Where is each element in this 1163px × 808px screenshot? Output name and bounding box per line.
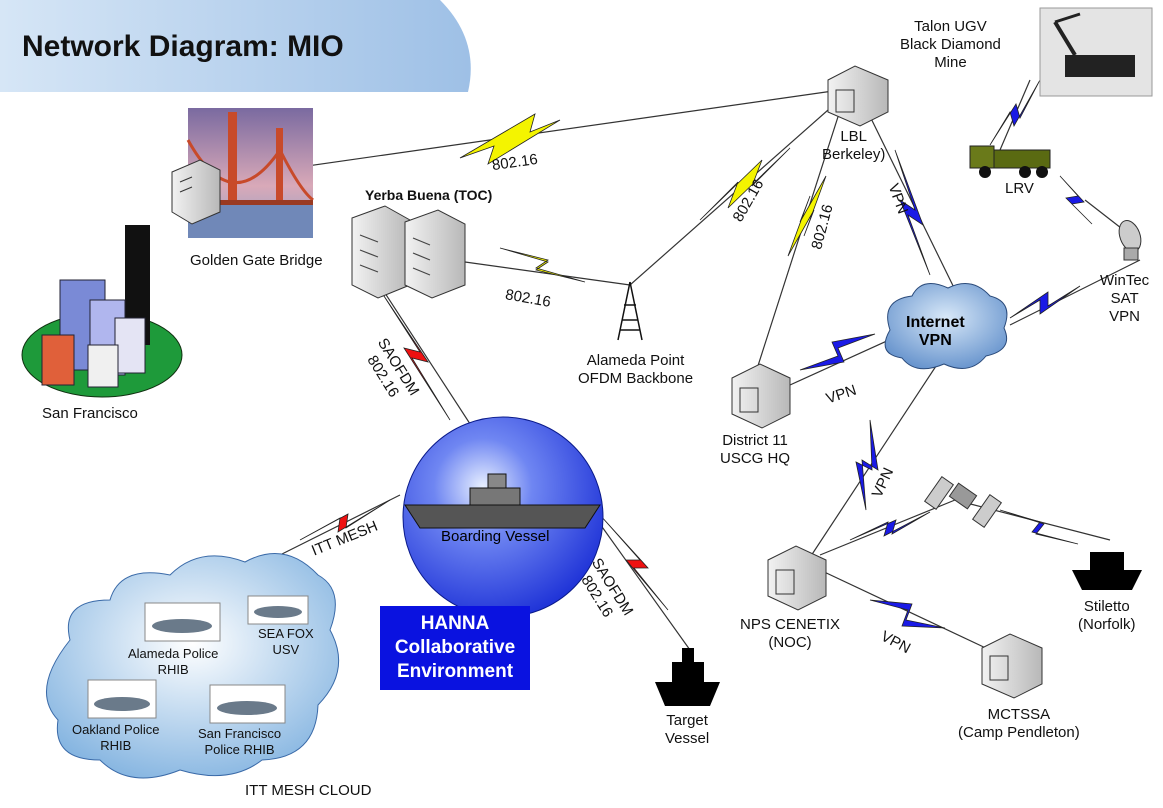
label-alameda-police: Alameda Police RHIB xyxy=(128,646,219,677)
bolt-sat-stiletto xyxy=(999,509,1079,545)
server-mctssa xyxy=(981,633,1043,699)
bolt-yb-alameda xyxy=(499,247,586,283)
label-sf-police: San Francisco Police RHIB xyxy=(198,726,282,757)
bolt-internet-nps xyxy=(855,419,879,511)
label-mesh-cloud: ITT MESH CLOUD xyxy=(245,782,372,799)
san-francisco-icon xyxy=(21,225,183,398)
label-district11: District 11 USCG HQ xyxy=(720,432,791,467)
label-wintec: WinTec SAT VPN xyxy=(1100,272,1150,325)
title-band xyxy=(0,0,471,92)
lrv-truck-icon xyxy=(969,145,1051,178)
bolt-mesh xyxy=(299,499,391,541)
target-vessel-ship-icon xyxy=(655,648,720,706)
label-alameda-point: Alameda Point OFDM Backbone xyxy=(578,352,694,387)
label-golden-gate: Golden Gate Bridge xyxy=(190,252,323,269)
label-boarding-vessel: Boarding Vessel xyxy=(441,528,550,545)
bolt-boarding-target xyxy=(599,514,669,611)
page-title: Network Diagram: MIO xyxy=(22,30,344,63)
bolt-talon-lrv xyxy=(989,79,1041,146)
label-nps-cenetix: NPS CENETIX (NOC) xyxy=(740,616,841,651)
talon-ugv-photo xyxy=(1039,7,1153,97)
label-talon-ugv: Talon UGV Black Diamond Mine xyxy=(900,18,1001,71)
label-oakland-police: Oakland Police RHIB xyxy=(72,722,160,753)
bolt-district-vpn xyxy=(799,333,876,371)
boat-shapes xyxy=(94,606,302,715)
label-lbl: LBL Berkeley) xyxy=(822,128,886,163)
label-internet-vpn: Internet VPN xyxy=(906,314,965,349)
label-lrv: LRV xyxy=(1005,180,1034,197)
antenna-tower-icon xyxy=(617,281,643,341)
satellite-icon xyxy=(923,476,1003,528)
label-yerba-buena: Yerba Buena (TOC) xyxy=(365,187,493,203)
label-target-vessel: Target Vessel xyxy=(665,712,710,747)
bolt-alameda-lbl-a xyxy=(699,147,791,221)
wintec-dish-icon xyxy=(1118,220,1142,261)
bolt-lbl-internet xyxy=(894,149,931,276)
server-yerba-buena xyxy=(351,205,466,299)
stiletto-ship-icon xyxy=(1072,552,1142,590)
label-mctssa: MCTSSA (Camp Pendleton) xyxy=(958,706,1080,741)
boarding-vessel-ship-icon xyxy=(404,473,601,529)
bolt-alameda-lbl-b xyxy=(787,175,827,257)
hanna-collaborative-box: HANNA Collaborative Environment xyxy=(380,606,530,690)
server-golden-gate xyxy=(171,159,221,225)
internet-cloud-icon xyxy=(884,283,1008,370)
server-nps xyxy=(767,545,827,611)
bolt-yb-boarding xyxy=(379,289,451,421)
label-san-francisco: San Francisco xyxy=(42,405,138,422)
server-lbl xyxy=(827,65,889,127)
bolt-nps-sat xyxy=(849,511,931,541)
label-sea-fox: SEA FOX USV xyxy=(258,626,314,657)
bolt-gg-lbl xyxy=(459,113,561,165)
label-stiletto: Stiletto (Norfolk) xyxy=(1078,598,1136,633)
link-bolts xyxy=(299,79,1093,629)
bolt-nps-mctssa xyxy=(869,599,946,629)
hanna-label: HANNA Collaborative Environment xyxy=(394,613,516,682)
server-district11 xyxy=(731,363,791,429)
bolt-wintec-internet xyxy=(1009,285,1081,319)
bolt-lrv-wintec xyxy=(1059,175,1093,225)
